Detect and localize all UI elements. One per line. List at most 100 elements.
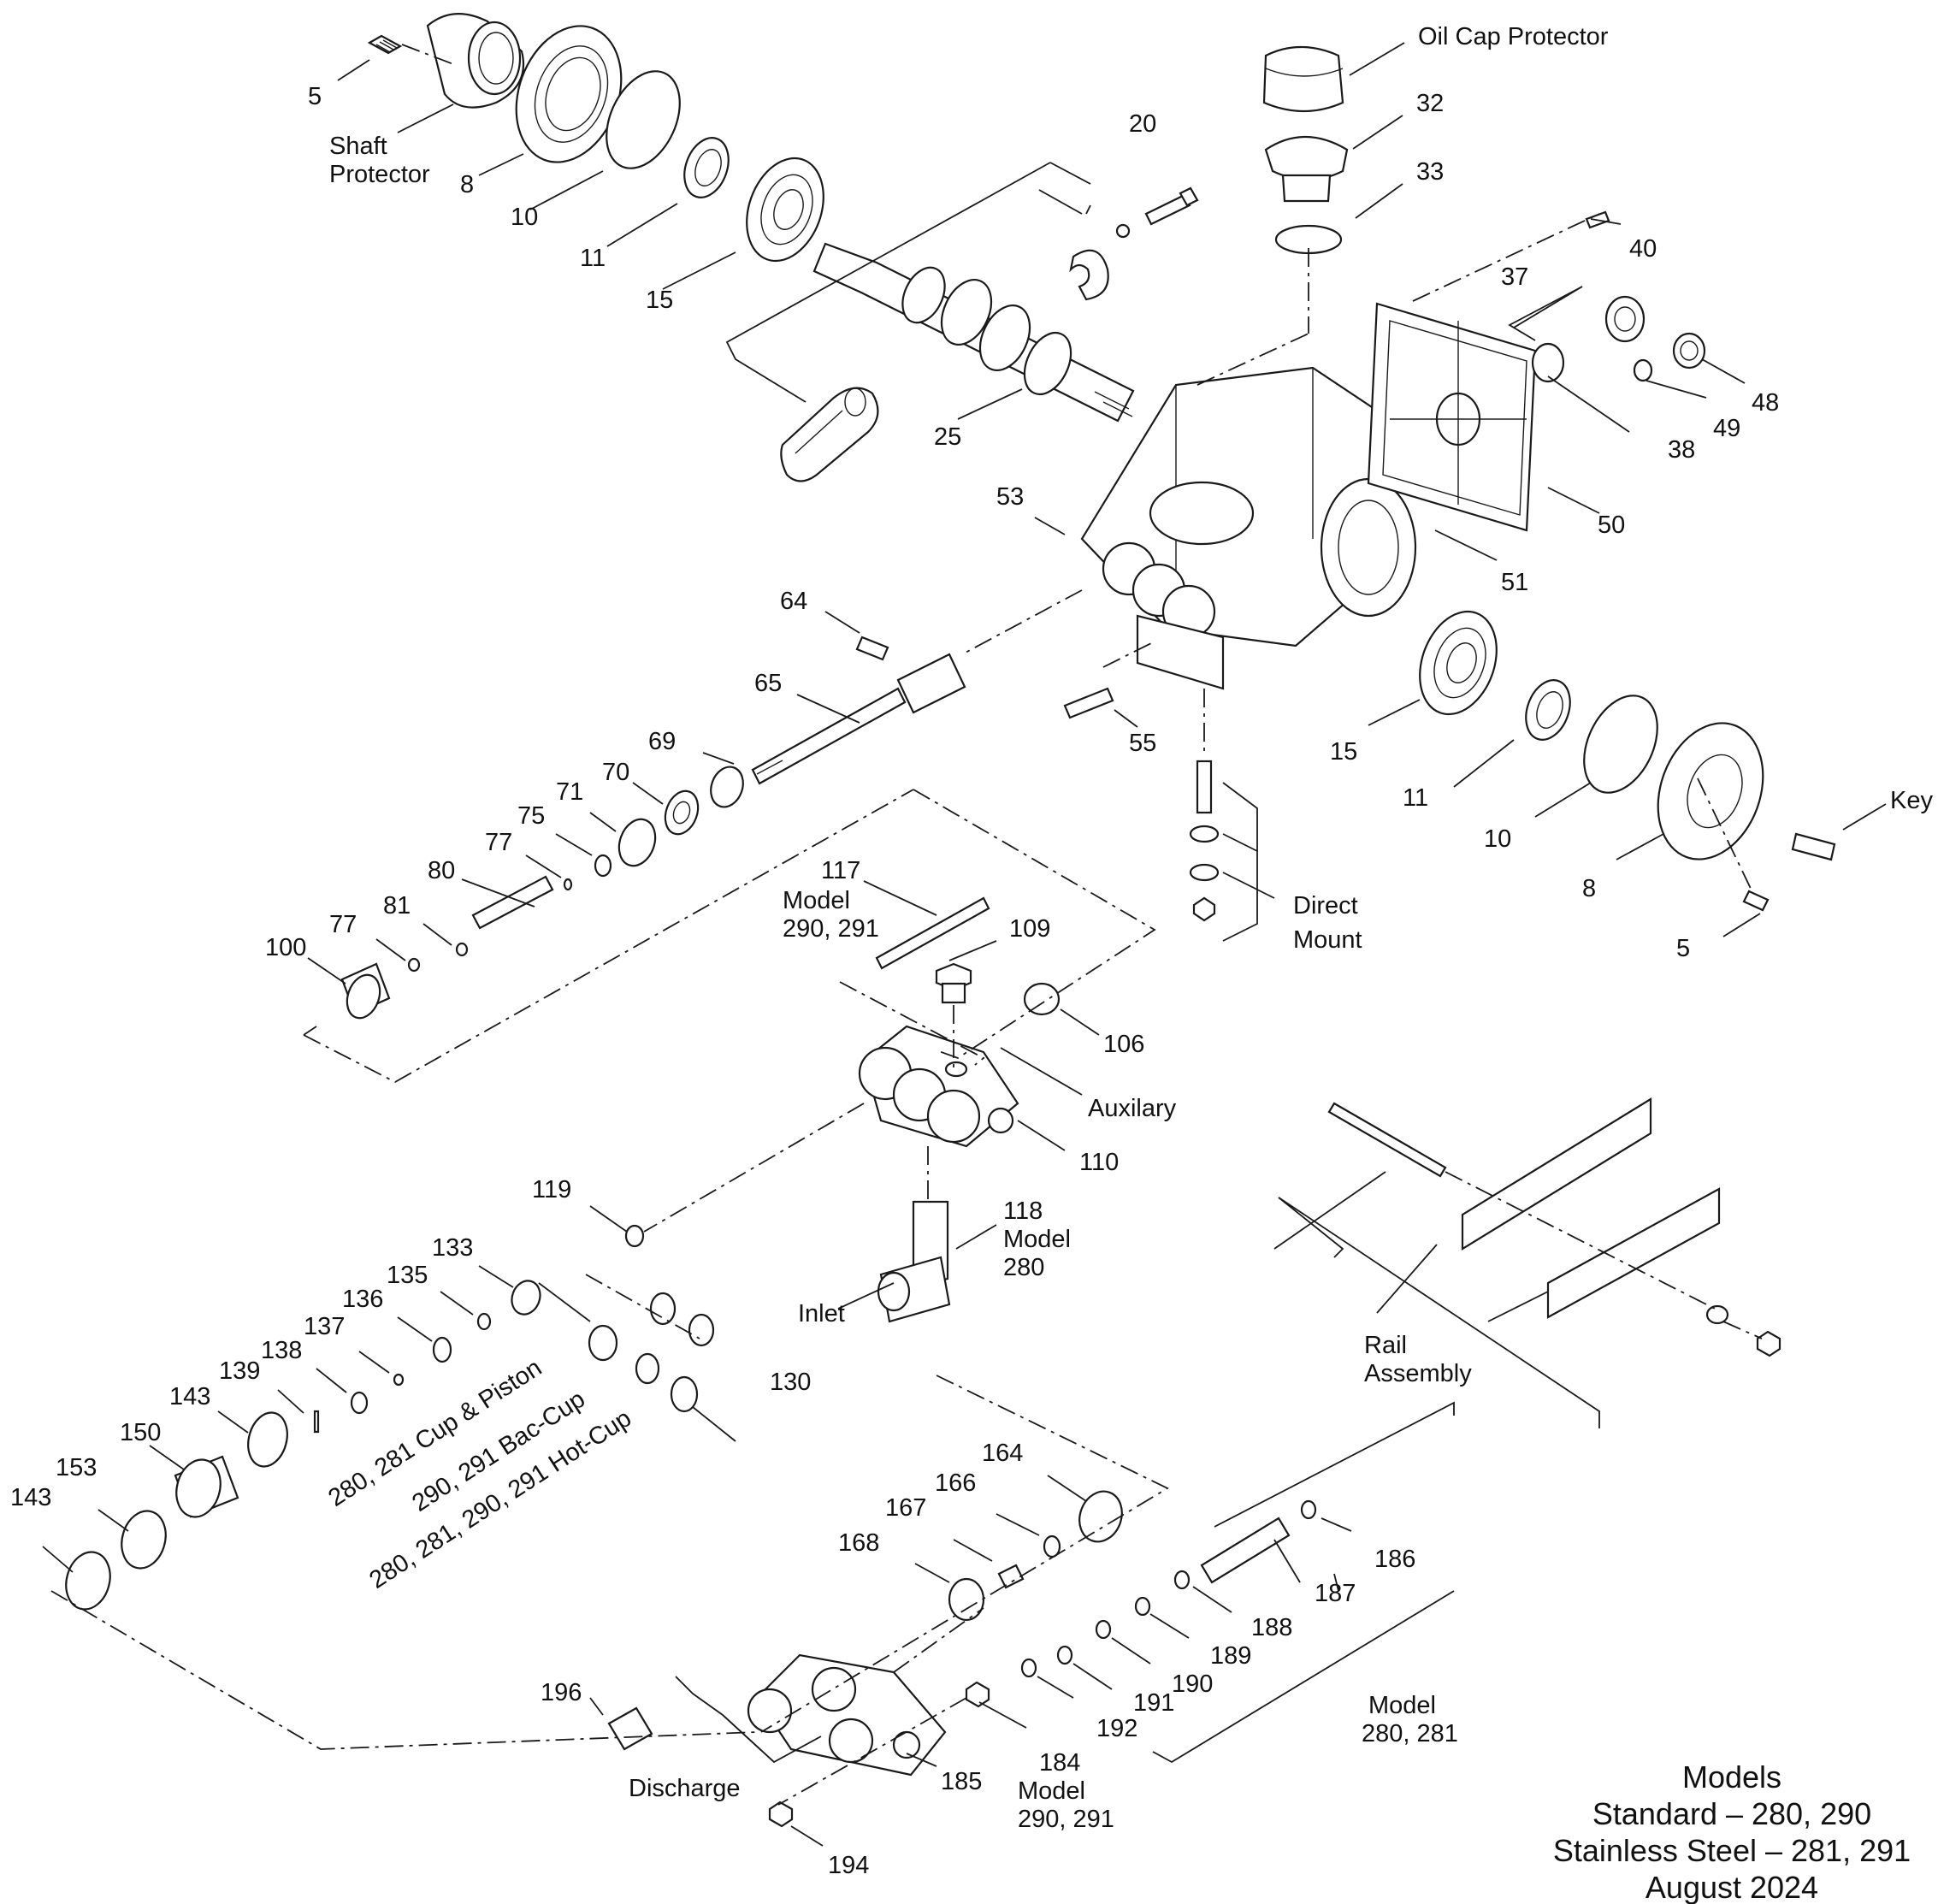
part-number: 5 [1676, 935, 1690, 962]
leader-lines [42, 42, 1887, 1847]
part-number: 81 [383, 892, 411, 919]
part-number: 51 [1501, 569, 1528, 596]
part-10-oring-right [1583, 695, 1658, 794]
part-37-plug [1604, 295, 1646, 343]
part-number: 33 [1416, 158, 1444, 186]
part-number: 38 [1668, 436, 1695, 464]
part-number: 77 [485, 829, 512, 856]
part-number: 191 [1133, 1689, 1174, 1717]
part-number: 185 [941, 1768, 982, 1795]
part-number: 20 [1129, 110, 1156, 138]
label-model-184-values: 290, 291 [1018, 1806, 1114, 1833]
discharge-valve-parts [948, 1490, 1317, 1678]
part-number: 137 [304, 1313, 345, 1340]
label-key: Key [1890, 787, 1933, 814]
label-direct-mount-2: Mount [1293, 926, 1362, 954]
part-number: 106 [1103, 1031, 1144, 1058]
part-number: 75 [517, 802, 545, 830]
part-number: 80 [428, 857, 455, 884]
part-number: 110 [1079, 1149, 1119, 1176]
valve-assembly-parts [65, 1280, 541, 1611]
part-106-plug [1023, 982, 1061, 1016]
footer-line-1: Models [1682, 1759, 1781, 1795]
part-number: 65 [754, 670, 782, 697]
part-number: 130 [770, 1369, 811, 1396]
part-194-nut [768, 1801, 794, 1828]
label-model-280-281: Model [1368, 1692, 1436, 1719]
part-number: 135 [387, 1262, 428, 1289]
part-number: 139 [219, 1357, 260, 1385]
part-53-crankcase [1080, 366, 1417, 690]
label-shaft-protector-1: Shaft [329, 133, 387, 160]
part-numbers: 5 8 10 11 15 20 25 32 33 40 37 48 49 38 … [10, 83, 1779, 1879]
part-48-plug [1672, 332, 1706, 370]
part-number: 37 [1501, 263, 1528, 291]
label-shaft-protector-2: Protector [329, 161, 430, 188]
bracket-connectors [675, 162, 1600, 1764]
label-rail-1: Rail [1364, 1332, 1407, 1359]
part-number: 118 [1003, 1197, 1043, 1225]
part-number: 164 [982, 1440, 1023, 1467]
part-118-inlet-elbow [877, 1200, 951, 1323]
part-number: 196 [541, 1679, 582, 1706]
part-119-washer [624, 1224, 645, 1248]
part-number: 11 [580, 245, 606, 272]
part-number: 5 [308, 83, 322, 110]
dashed-group-outlines [50, 44, 1763, 1806]
part-number: 70 [602, 759, 629, 786]
connecting-rod-part [780, 387, 879, 482]
part-11-seal-top [683, 137, 730, 198]
part-number: 143 [10, 1484, 51, 1511]
key-part [1791, 832, 1836, 861]
part-number: 25 [934, 423, 961, 451]
plunger-seal-stack [340, 766, 744, 1020]
part-number: 119 [532, 1176, 571, 1203]
part-number: 136 [342, 1286, 383, 1313]
part-number: 117 [821, 857, 860, 884]
label-model-117: Model [783, 887, 850, 914]
part-11-seal-right [1525, 679, 1571, 741]
part-number: 188 [1251, 1614, 1292, 1641]
part-number: 109 [1009, 915, 1050, 943]
label-model-118-values: 280 [1003, 1254, 1044, 1281]
label-discharge: Discharge [629, 1775, 741, 1802]
part-number: 184 [1039, 1749, 1080, 1777]
part-184-nut [965, 1681, 990, 1708]
part-number: 48 [1752, 389, 1779, 417]
label-model-118: Model [1003, 1226, 1071, 1253]
part-196-plug [607, 1706, 653, 1751]
part-number: 77 [329, 911, 357, 938]
part-50-51-rear-cover [1367, 302, 1537, 532]
part-number: 189 [1210, 1642, 1251, 1670]
part-number: 8 [460, 171, 474, 198]
part-number: 150 [120, 1419, 161, 1446]
label-model-280-281-values: 280, 281 [1362, 1720, 1458, 1747]
part-55-stud [1063, 687, 1114, 719]
part-number: 167 [885, 1494, 926, 1522]
part-117-stud [875, 896, 990, 970]
part-number: 49 [1713, 415, 1740, 442]
part-number: 64 [780, 588, 807, 615]
part-number: 8 [1582, 875, 1596, 902]
part-number: 138 [261, 1337, 302, 1364]
part-15-bearing-top [746, 157, 824, 263]
part-labels: Oil Cap Protector Shaft Protector Direct… [323, 23, 1933, 1833]
oil-cap-protector-part [1262, 45, 1344, 113]
direct-mount-hardware [1189, 760, 1220, 922]
part-number: 40 [1629, 235, 1657, 263]
part-20-conrod-cap [1069, 186, 1199, 301]
part-number: 187 [1315, 1580, 1356, 1607]
part-number: 50 [1598, 511, 1625, 539]
part-number: 69 [648, 728, 676, 755]
cup-variant-parts [588, 1292, 715, 1413]
part-number: 186 [1374, 1546, 1415, 1573]
label-inlet: Inlet [798, 1300, 845, 1327]
part-number: 192 [1096, 1715, 1137, 1742]
part-number: 53 [996, 483, 1024, 511]
footer-line-4: August 2024 [1646, 1870, 1818, 1904]
models-footer: Models Standard – 280, 290 Stainless Ste… [1553, 1759, 1911, 1904]
part-number: 100 [265, 934, 306, 961]
part-number: 10 [1484, 825, 1511, 853]
part-5-screw-top [367, 34, 403, 55]
